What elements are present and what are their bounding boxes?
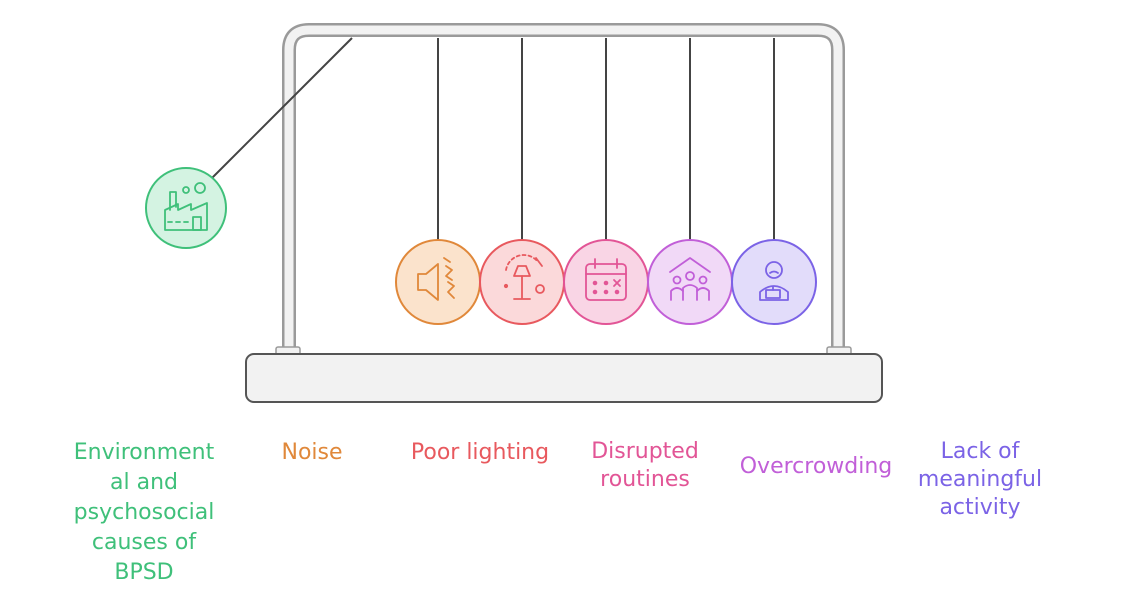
label-lack-of-meaningful-activity: Lack of meaningful activity [917,439,1043,520]
main-label: Environment al and psychosocial causes o… [73,440,215,585]
label-poor-lighting: Poor lighting [410,440,550,465]
bored-person-icon [759,261,789,301]
speaker-icon [417,257,455,301]
label-overcrowding: Overcrowding [739,454,893,479]
label-noise: Noise [281,440,343,465]
ball-lack-of-meaningful-activity [731,239,817,325]
calendar-icon [585,258,627,301]
cradle-base [245,353,883,403]
ball-poor-lighting [479,239,565,325]
ball-overcrowding [647,239,733,325]
ball-noise [395,239,481,325]
crowd-house-icon [669,257,711,301]
factory-icon [164,182,208,231]
ball-disrupted-routines [563,239,649,325]
string-main [211,37,353,179]
ball-main [145,167,227,249]
lamp-icon [503,254,545,300]
cradle-frame-inner [284,25,843,357]
label-disrupted-routines: Disrupted routines [591,439,699,492]
